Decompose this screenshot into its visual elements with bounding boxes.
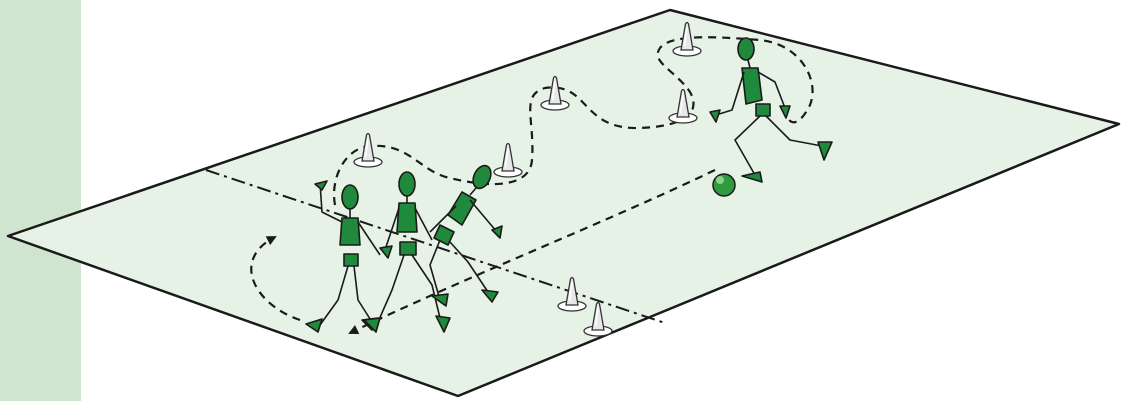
dribble-weave-path: [332, 36, 814, 206]
player-figure: [363, 171, 451, 333]
field: [6, 8, 1121, 398]
turn-arrow-path: [250, 236, 301, 322]
player-figure: [429, 164, 503, 307]
player-figure: [709, 37, 833, 183]
ball-icon: [712, 173, 736, 197]
return-run-path: [348, 169, 716, 335]
side-bar: [0, 0, 81, 401]
